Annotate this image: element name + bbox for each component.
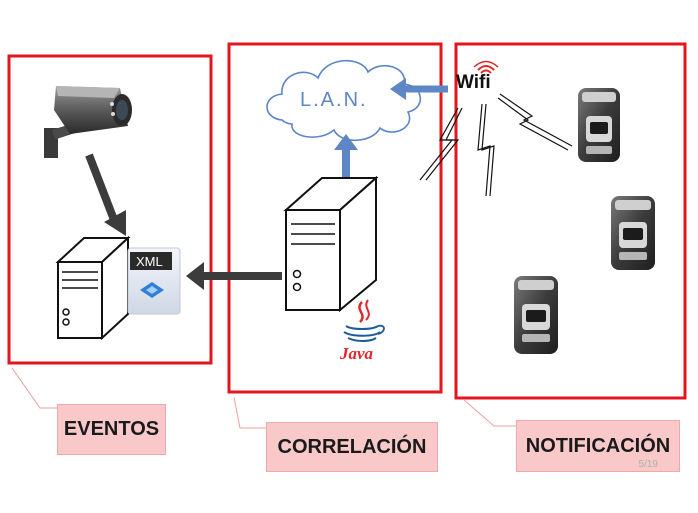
lightning-icon (419, 93, 573, 197)
notificacion-label: NOTIFICACIÓN (516, 420, 680, 472)
pager-device-icon (514, 276, 558, 354)
wifi-label: Wifi (456, 72, 491, 93)
camera-to-server-arrow (85, 153, 126, 236)
eventos-callout-line (11, 367, 57, 409)
eventos-panel (7, 54, 213, 365)
lan-label: L.A.N. (300, 89, 368, 111)
wifi-to-lan-arrow (390, 78, 448, 100)
server-to-lan-arrow (334, 134, 358, 178)
correlacion-panel (227, 42, 443, 394)
eventos-server-icon (55, 235, 131, 341)
cloud-icon (266, 59, 422, 141)
notificacion-panel (454, 42, 687, 400)
eventos-label: EVENTOS (57, 404, 166, 455)
java-label: Java (340, 344, 374, 363)
pager-device-icon (611, 196, 655, 270)
correlacion-callout-line (233, 396, 266, 429)
xml-label: XML (136, 254, 163, 269)
server-to-eventos-arrow (186, 262, 282, 290)
wifi-icon (473, 60, 499, 74)
notificacion-callout-line (463, 399, 516, 427)
java-logo-icon (343, 299, 385, 342)
xml-file-icon (127, 247, 181, 315)
page-number: 5/19 (638, 459, 658, 470)
correlacion-server-icon (283, 175, 379, 313)
pager-device-icon (578, 88, 620, 162)
security-camera-icon (44, 86, 132, 158)
correlacion-label: CORRELACIÓN (266, 422, 438, 472)
